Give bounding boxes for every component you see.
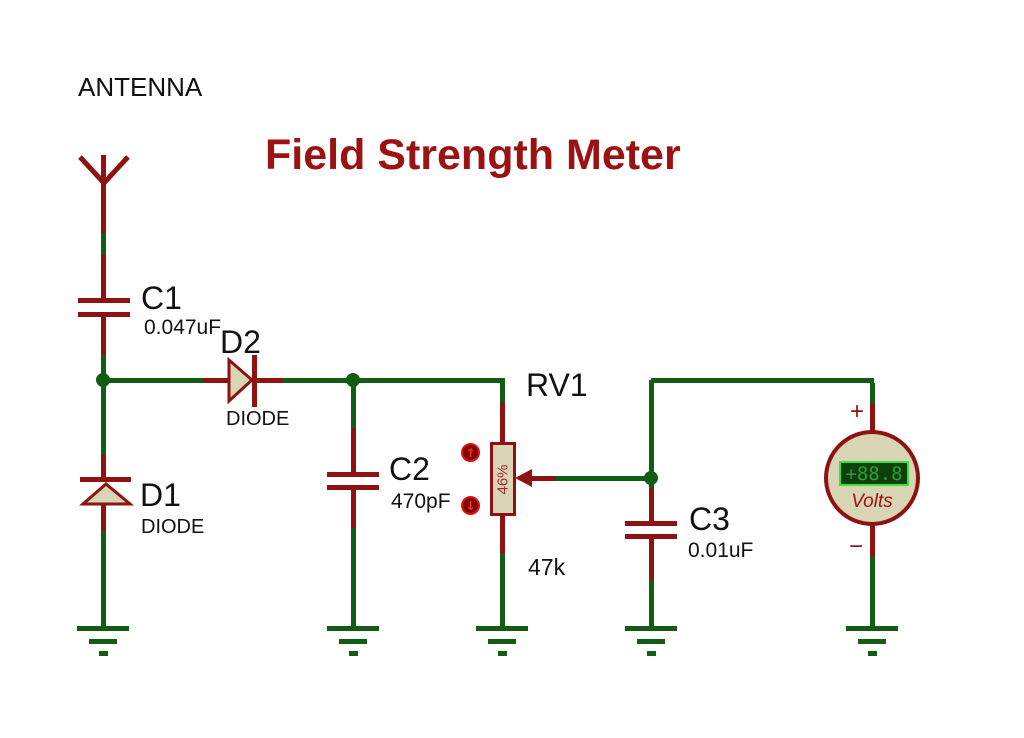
ground-bar xyxy=(89,639,117,644)
ground-symbol[interactable] xyxy=(77,626,129,656)
wire-segment[interactable] xyxy=(870,383,875,404)
capacitor-c1[interactable] xyxy=(78,298,130,317)
capacitor-c2[interactable] xyxy=(327,472,379,491)
arrow-down-icon: ↓ xyxy=(465,498,476,513)
rv1-bottom-lead xyxy=(500,516,505,553)
d1-ref-label: D1 xyxy=(140,477,181,513)
c2-value-label: 470pF xyxy=(391,490,451,513)
c1-value-label: 0.047uF xyxy=(144,316,222,339)
c1-top-lead xyxy=(101,255,106,298)
arrow-up-icon: ↑ xyxy=(465,445,476,460)
rv1-value-label: 47k xyxy=(528,554,566,580)
wire-segment[interactable] xyxy=(649,380,654,488)
wire-segment[interactable] xyxy=(283,378,502,383)
rv1-decrease-button[interactable]: ↓ xyxy=(461,496,480,515)
junction-dot xyxy=(346,373,360,387)
capacitor-plate xyxy=(625,534,677,539)
wire-segment[interactable] xyxy=(351,383,356,428)
rv1-wiper-percent: 46% xyxy=(494,463,512,495)
wire-segment[interactable] xyxy=(500,553,505,628)
voltmeter-display: +88.8 xyxy=(839,461,909,486)
junction-dot xyxy=(96,373,110,387)
antenna-label: ANTENNA xyxy=(78,72,203,102)
ground-bar xyxy=(488,639,516,644)
diode-d1[interactable] xyxy=(78,477,135,506)
meter-plus-label: + xyxy=(850,398,865,425)
ground-bar xyxy=(858,639,886,644)
wire-segment[interactable] xyxy=(649,580,654,628)
c2-top-lead xyxy=(351,428,356,472)
d2-value-label: DIODE xyxy=(226,408,290,430)
diode-d2[interactable] xyxy=(227,355,257,407)
voltmeter-unit-label: Volts xyxy=(851,491,893,512)
ground-bar xyxy=(846,626,898,631)
ground-bar xyxy=(99,651,108,656)
rv1-increase-button[interactable]: ↑ xyxy=(461,443,480,462)
voltmeter-reading: +88.8 xyxy=(845,462,903,485)
c2-ref-label: C2 xyxy=(389,451,430,487)
ground-bar xyxy=(637,639,665,644)
meter-minus-label: − xyxy=(849,533,864,560)
meter-positive-lead xyxy=(870,404,875,432)
wire-segment[interactable] xyxy=(101,233,106,255)
d2-ref-label: D2 xyxy=(220,324,261,360)
ground-symbol[interactable] xyxy=(625,626,677,656)
c1-bottom-lead xyxy=(101,317,106,355)
wire-segment[interactable] xyxy=(870,556,875,628)
rv1-top-lead xyxy=(500,403,505,442)
ground-bar xyxy=(625,626,677,631)
capacitor-plate xyxy=(327,485,379,490)
c1-ref-label: C1 xyxy=(141,280,182,316)
page-title: Field Strength Meter xyxy=(265,131,681,179)
ground-bar xyxy=(339,639,367,644)
ground-bar xyxy=(476,626,528,631)
capacitor-plate xyxy=(78,298,130,303)
wire-segment[interactable] xyxy=(101,355,106,380)
capacitor-plate xyxy=(78,312,130,317)
d1-cathode-lead xyxy=(101,455,106,479)
wire-segment[interactable] xyxy=(105,378,203,383)
wire-segment[interactable] xyxy=(351,528,356,628)
ground-bar xyxy=(77,626,129,631)
meter-negative-lead xyxy=(870,524,875,556)
d1-value-label: DIODE xyxy=(141,516,205,538)
antenna-icon[interactable] xyxy=(78,155,130,185)
d2-anode-lead xyxy=(203,378,229,383)
wire-segment[interactable] xyxy=(101,385,106,455)
capacitor-c3[interactable] xyxy=(625,521,677,540)
wire-segment[interactable] xyxy=(500,378,505,403)
ground-bar xyxy=(498,651,507,656)
d2-cathode-lead xyxy=(257,378,283,383)
wire-segment[interactable] xyxy=(556,476,651,481)
ground-bar xyxy=(647,651,656,656)
potentiometer-rv1[interactable]: 46% xyxy=(490,442,516,516)
c3-ref-label: C3 xyxy=(689,501,730,537)
c3-value-label: 0.01uF xyxy=(688,539,754,562)
ground-bar xyxy=(327,626,379,631)
rv1-ref-label: RV1 xyxy=(526,367,588,403)
c2-bottom-lead xyxy=(351,490,356,528)
capacitor-plate xyxy=(327,472,379,477)
antenna-stem-lead xyxy=(101,155,106,233)
d1-anode-lead xyxy=(101,504,106,531)
wire-segment[interactable] xyxy=(101,531,106,628)
ground-bar xyxy=(349,651,358,656)
ground-symbol[interactable] xyxy=(327,626,379,656)
ground-symbol[interactable] xyxy=(476,626,528,656)
c3-bottom-lead xyxy=(649,539,654,580)
ground-symbol[interactable] xyxy=(846,626,898,656)
rv1-wiper-lead xyxy=(530,476,556,481)
wiper-arrow-icon xyxy=(515,469,532,487)
c3-top-lead xyxy=(649,488,654,521)
ground-bar xyxy=(868,651,877,656)
capacitor-plate xyxy=(625,521,677,526)
wire-segment[interactable] xyxy=(651,378,874,383)
